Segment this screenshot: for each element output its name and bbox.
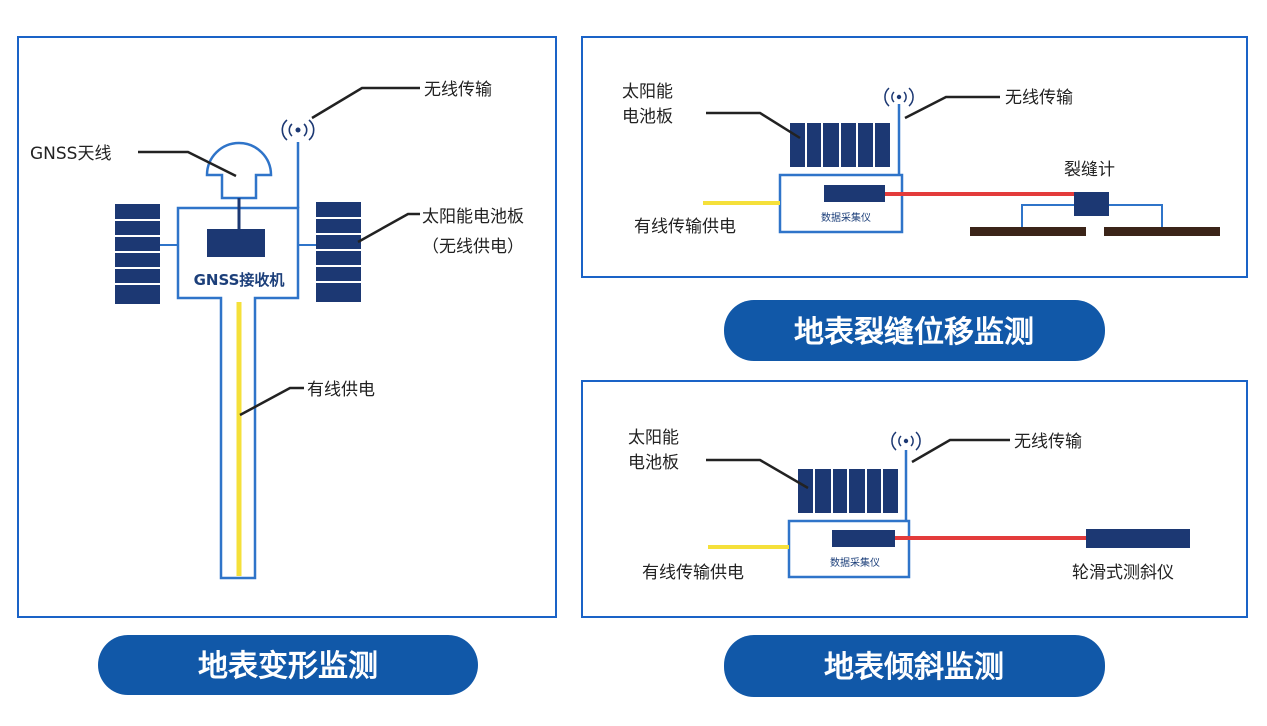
tilt-title: 地表倾斜监测 [824,650,1004,685]
solar-label-line1: 太阳能电池板 [422,207,524,227]
gnss-antenna-icon [205,141,273,200]
wireless-label: 无线传输 [424,80,492,100]
solar-label-line2: （无线供电） [422,237,524,257]
solar-leader [357,212,420,244]
tilt-title-pill: 地表倾斜监测 [724,635,1105,697]
tilt-logger-label: 数据采集仪 [830,556,880,569]
tilt-wireless-leader [911,438,1010,464]
crack-title-pill: 地表裂缝位移监测 [724,300,1105,361]
crack-wired-label: 有线传输供电 [634,217,736,237]
tilt-solar-leader [706,458,809,490]
wireless-leader [311,86,420,120]
crack-panel: 数据采集仪 太阳能 电池板 无线传输 有线传输供电 裂缝计 [581,36,1248,278]
tilt-inclinometer [1086,529,1190,548]
crack-frame [581,36,1248,278]
tilt-panel: 数据采集仪 太阳能 电池板 无线传输 有线传输供电 轮滑式测斜仪 [581,380,1248,618]
crack-solar-label-line1: 太阳能 [622,82,673,102]
solar-panel-right [298,202,361,302]
crack-solar-panel [790,123,890,167]
solar-panel-left [115,204,178,304]
crack-wireless-signal-icon [884,87,914,107]
receiver-label: GNSS接收机 [194,271,285,289]
tilt-solar-label-line2: 电池板 [628,453,679,473]
crack-logger-label: 数据采集仪 [821,211,871,224]
wired-power-label: 有线供电 [307,380,375,400]
antenna-leader [138,150,237,178]
gnss-receiver-module [207,229,265,257]
crack-solar-label-line2: 电池板 [622,107,673,127]
crack-title: 地表裂缝位移监测 [794,315,1034,350]
crack-wireless-leader [904,95,1000,120]
tilt-wireless-signal-icon [891,431,921,451]
tilt-frame [581,380,1248,618]
crack-logger-box [778,173,904,234]
crack-solar-leader [706,111,801,140]
tilt-sensor-label: 轮滑式测斜仪 [1072,563,1174,583]
deformation-panel: GNSS接收机 [17,36,557,618]
deformation-title: 地表变形监测 [198,649,378,684]
crack-sensor-label: 裂缝计 [1064,160,1115,180]
tilt-wired-label: 有线传输供电 [642,563,744,583]
deformation-frame [17,36,557,618]
crack-meter [970,192,1220,236]
tilt-logger-module [832,530,895,547]
power-leader [239,386,304,417]
crack-logger-module [824,185,885,202]
tilt-wireless-label: 无线传输 [1014,432,1082,452]
wireless-signal-icon [281,119,315,141]
antenna-label: GNSS天线 [30,144,111,164]
tilt-solar-label-line1: 太阳能 [628,428,679,448]
deformation-title-pill: 地表变形监测 [98,635,478,695]
crack-wireless-label: 无线传输 [1005,88,1073,108]
tilt-solar-panel [798,469,898,513]
